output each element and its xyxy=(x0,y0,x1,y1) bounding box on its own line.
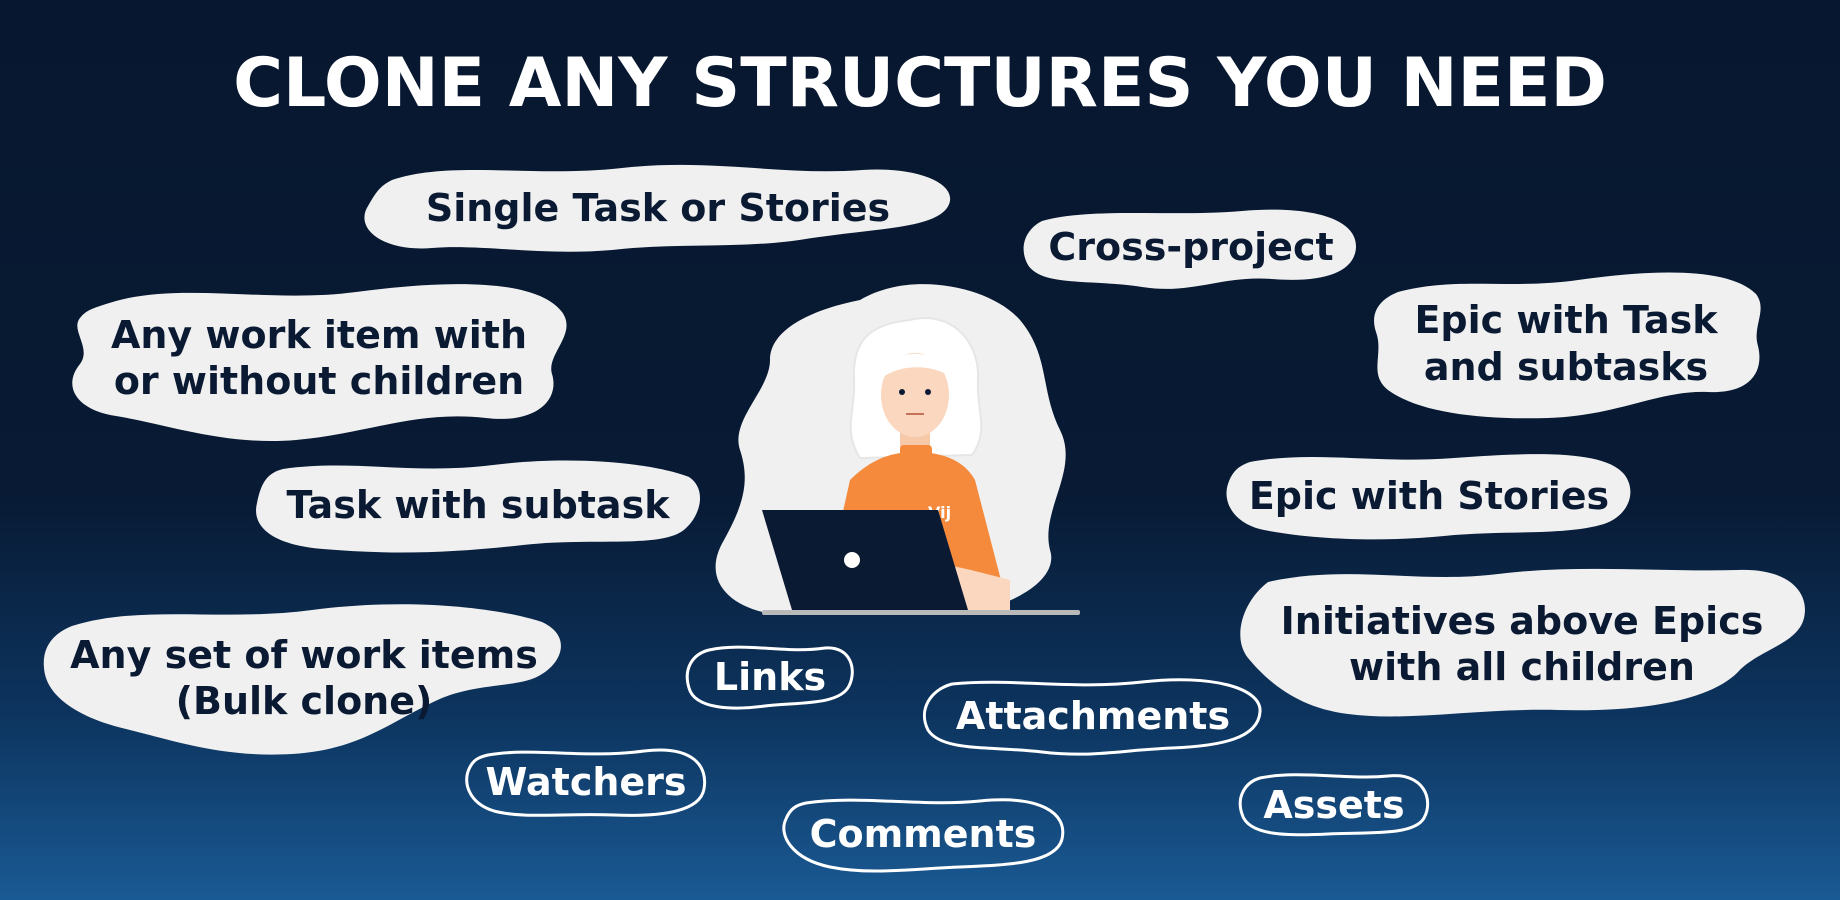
bubble-label: Watchers xyxy=(485,759,687,804)
bubble-comments: Comments xyxy=(780,795,1066,873)
bubble-label: Single Task or Stories xyxy=(425,185,891,230)
bubble-label: Assets xyxy=(1263,782,1405,827)
laptop xyxy=(762,510,968,610)
woman-with-laptop-illustration: Vij xyxy=(710,280,1130,625)
bubble-label: Attachments xyxy=(955,693,1231,738)
bubble-bulk-clone: Any set of work items(Bulk clone) xyxy=(42,598,566,758)
bubble-attachments: Attachments xyxy=(922,676,1264,756)
bubble-links: Links xyxy=(685,644,855,710)
bubble-watchers: Watchers xyxy=(464,745,708,819)
page-title: CLONE ANY STRUCTURES YOU NEED xyxy=(233,44,1607,123)
bubble-label: Comments xyxy=(809,811,1037,856)
bubble-label: Any set of work items(Bulk clone) xyxy=(70,632,538,723)
bubble-label: Cross-project xyxy=(1048,224,1334,269)
bubble-label: Epic with Stories xyxy=(1248,473,1610,518)
bubble-label: Task with subtask xyxy=(286,482,670,527)
bubble-cross-project: Cross-project xyxy=(1022,203,1360,291)
bubble-epic-stories: Epic with Stories xyxy=(1224,450,1634,542)
bubble-single-task: Single Task or Stories xyxy=(362,158,954,258)
bubble-task-subtask: Task with subtask xyxy=(253,455,703,555)
bubble-assets: Assets xyxy=(1238,770,1430,840)
bubble-label: Links xyxy=(713,654,827,699)
